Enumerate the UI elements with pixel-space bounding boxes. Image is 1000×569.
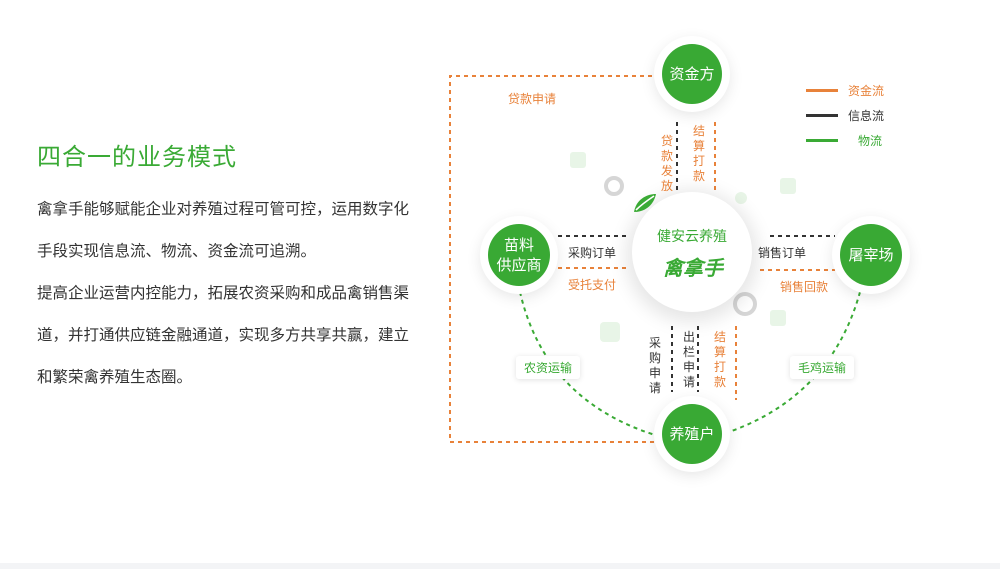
- label-entrusted-pay: 受托支付: [568, 278, 617, 292]
- node-supplier-label-1: 苗料: [503, 236, 534, 254]
- agri-transport-arc: [519, 291, 656, 436]
- node-slaughterhouse: 屠宰场: [840, 224, 902, 286]
- label-sales-payback: 销售回款: [780, 280, 829, 294]
- section-title: 四合一的业务模式: [37, 143, 237, 171]
- legend-logistics-swatch: [806, 139, 838, 142]
- label-purchase-apply: 采购申请: [648, 336, 661, 395]
- decor-ring: [604, 176, 624, 196]
- node-funder: 资金方: [662, 44, 722, 104]
- decor-square: [780, 178, 796, 194]
- node-farmer: 养殖户: [662, 404, 722, 464]
- legend-capital-label: 资金流: [848, 84, 885, 98]
- intro-paragraph-1: 禽拿手能够赋能企业对养殖过程可管可控，运用数字化手段实现信息流、物流、资金流可追…: [37, 200, 410, 260]
- hub-title: 健安云养殖: [657, 228, 727, 245]
- decor-square: [570, 152, 586, 168]
- legend-logistics-label: 物流: [858, 134, 883, 148]
- label-loan-apply: 贷款申请: [508, 92, 557, 106]
- label-settle-bottom: 结算打款: [713, 330, 726, 389]
- bottom-divider: [0, 563, 1000, 569]
- business-model-diagram: 资金方 苗料 供应商 屠宰场 养殖户 健安云养殖 禽拿手 贷款申请 贷款发放 结…: [440, 30, 910, 490]
- node-farmer-label: 养殖户: [669, 425, 715, 443]
- diagram-connectors: [449, 75, 861, 443]
- decor-ring: [733, 292, 757, 316]
- legend-info-label: 信息流: [848, 109, 885, 123]
- legend-capital: 资金流: [806, 82, 884, 99]
- node-slaughterhouse-label: 屠宰场: [848, 246, 894, 264]
- decor-square: [600, 322, 620, 342]
- intro-paragraph-2: 提高企业运营内控能力，拓展农资采购和成品禽销售渠道，并打通供应链金融通道，实现多…: [37, 284, 410, 386]
- hub-brand: 禽拿手: [663, 255, 723, 280]
- decor-dot: [735, 192, 747, 204]
- label-loan-release: 贷款发放: [660, 134, 673, 193]
- label-chicken-transport: 毛鸡运输: [790, 356, 855, 379]
- legend-logistics: 物流: [806, 132, 882, 149]
- node-supplier: 苗料 供应商: [488, 224, 550, 286]
- node-supplier-label-2: 供应商: [496, 256, 542, 274]
- label-outbound-apply: 出栏申请: [682, 330, 695, 389]
- legend-capital-swatch: [806, 89, 838, 92]
- chicken-transport-arc: [719, 291, 861, 436]
- label-sales-order: 销售订单: [758, 246, 807, 260]
- leaf-icon: [634, 194, 656, 212]
- loan-loop-line: [449, 75, 660, 443]
- label-agri-transport: 农资运输: [516, 356, 581, 379]
- label-settle-top: 结算打款: [692, 124, 705, 183]
- legend-info-swatch: [806, 114, 838, 117]
- hub-platform: 健安云养殖 禽拿手: [632, 192, 752, 312]
- hub-logo: 禽拿手: [634, 194, 723, 281]
- label-purchase-order: 采购订单: [568, 246, 617, 260]
- decor-square: [770, 310, 786, 326]
- legend-info: 信息流: [806, 107, 884, 124]
- node-funder-label: 资金方: [669, 65, 715, 83]
